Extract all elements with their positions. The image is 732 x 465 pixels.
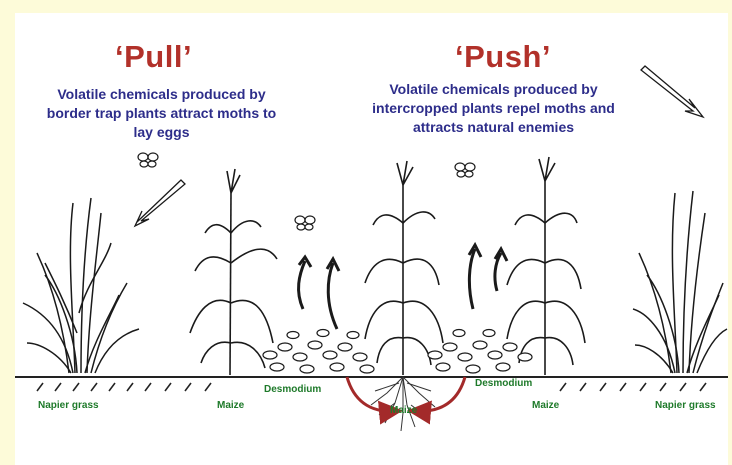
maize-plant-right [507,157,585,375]
label-maize-left: Maize [217,400,244,412]
napier-grass-left [23,198,139,373]
napier-grass-right [633,191,727,373]
pull-title: ‘Pull’ [115,40,192,74]
roots [371,377,435,431]
soil-hatching [37,383,706,391]
moth-icon [138,153,475,230]
label-napier-grass-right: Napier grass [655,400,716,412]
label-desmodium-right: Desmodium [475,378,532,390]
label-maize-right: Maize [532,400,559,412]
label-napier-grass-left: Napier grass [38,400,99,412]
maize-plant-left [190,169,277,375]
maize-plant-center [365,161,443,375]
push-description: Volatile chemicals produced by intercrop… [351,80,636,137]
diagram-panel: ‘Pull’ Volatile chemicals produced by bo… [15,13,728,465]
push-title: ‘Push’ [455,40,551,74]
pull-arrow-icon [135,180,185,226]
label-maize-center: Maize [390,405,417,417]
pull-description: Volatile chemicals produced by border tr… [39,85,284,142]
desmodium-plant-right [428,330,532,374]
label-desmodium-left: Desmodium [264,384,321,396]
desmodium-plant-left [263,330,374,374]
push-arrow-icon [641,66,703,117]
